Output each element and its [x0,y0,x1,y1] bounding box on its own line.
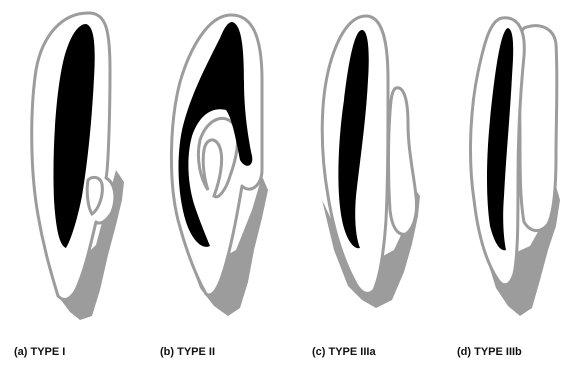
caption-type-iiia: (c) TYPE IIIa [312,346,376,359]
tooth-type-iiib [471,18,560,316]
caption-type-i: (a) TYPE I [14,346,65,359]
caption-type-ii: (b) TYPE II [160,346,215,359]
caption-type-iiib: (d) TYPE IIIb [457,346,522,359]
tooth-type-iiia-accessory-root [389,88,417,234]
tooth-type-iiia [322,16,420,308]
tooth-type-i [32,13,124,320]
tooth-type-ii [171,15,268,316]
